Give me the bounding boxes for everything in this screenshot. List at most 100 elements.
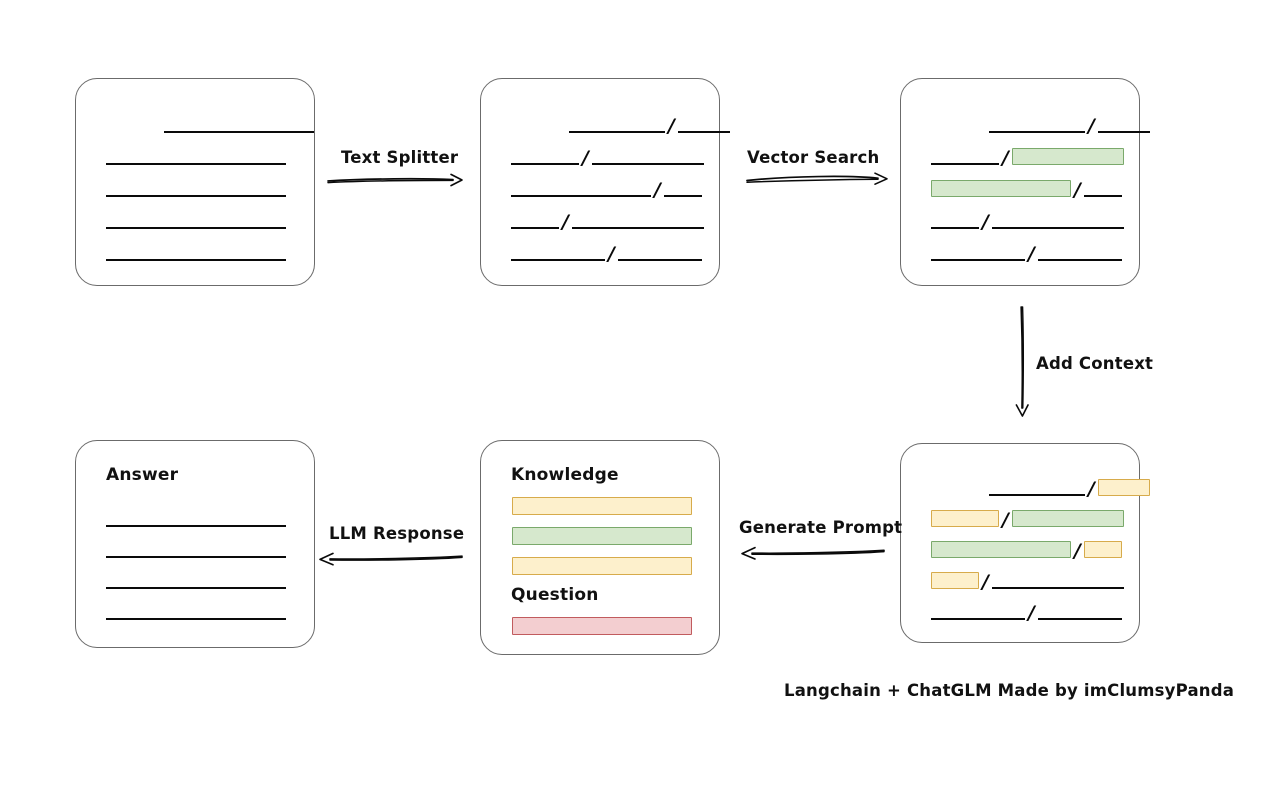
text-rule-segment — [592, 152, 704, 165]
document-line: / — [931, 241, 1122, 265]
document-line — [106, 177, 286, 197]
document-line: / — [931, 569, 1124, 593]
text-rule-segment — [164, 120, 314, 133]
document-line: / — [989, 113, 1150, 137]
highlighted-segment-yellow — [931, 510, 999, 527]
document-line: / — [931, 600, 1122, 624]
text-rule-segment — [618, 248, 702, 261]
vector-search-arrow-label: Vector Search — [747, 148, 880, 167]
generate-prompt-arrow-label: Generate Prompt — [739, 518, 903, 537]
text-rule-segment — [678, 120, 730, 133]
highlighted-segment-green — [931, 541, 1071, 558]
segment-separator-slash: / — [1028, 602, 1035, 624]
text-rule-segment — [106, 576, 286, 589]
highlighted-segment-green — [931, 180, 1071, 197]
text-rule-segment — [106, 216, 286, 229]
text-rule-segment — [106, 184, 286, 197]
text-rule-segment — [1084, 184, 1122, 197]
prompt-card: Knowledge Question — [480, 440, 720, 655]
highlighted-segment-yellow — [931, 572, 979, 589]
segment-separator-slash: / — [982, 211, 989, 233]
document-line — [106, 507, 286, 527]
answer-label: Answer — [106, 465, 179, 485]
text-rule-segment — [511, 152, 579, 165]
text-rule-segment — [992, 216, 1124, 229]
document-line: / — [931, 538, 1122, 562]
knowledge-bar-3 — [512, 557, 692, 575]
text-rule-segment — [931, 152, 999, 165]
document-line — [106, 569, 286, 589]
document-line: / — [511, 241, 702, 265]
llm-response-arrow-label: LLM Response — [329, 524, 465, 543]
knowledge-bar-1 — [512, 497, 692, 515]
text-rule-segment — [572, 216, 704, 229]
document-line: / — [931, 177, 1122, 201]
segment-separator-slash: / — [1028, 243, 1035, 265]
text-rule-segment — [931, 216, 979, 229]
document-line: / — [511, 177, 702, 201]
document-line: / — [931, 145, 1124, 169]
segment-separator-slash: / — [1088, 115, 1095, 137]
question-label: Question — [511, 585, 599, 605]
knowledge-bar-2 — [512, 527, 692, 545]
segment-separator-slash: / — [982, 571, 989, 593]
text-rule-segment — [511, 248, 605, 261]
segment-separator-slash: / — [1074, 540, 1081, 562]
llm-response-arrow — [318, 550, 464, 568]
text-rule-segment — [664, 184, 702, 197]
text-rule-segment — [992, 576, 1124, 589]
text-rule-segment — [511, 184, 651, 197]
text-rule-segment — [1098, 120, 1150, 133]
document-line: / — [511, 209, 704, 233]
highlighted-segment-green — [1012, 510, 1124, 527]
document-line: / — [511, 145, 704, 169]
generate-prompt-arrow — [738, 544, 886, 562]
diagram-caption: Langchain + ChatGLM Made by imClumsyPand… — [784, 681, 1235, 700]
document-line — [106, 145, 286, 165]
segment-separator-slash: / — [582, 147, 589, 169]
document-line: / — [989, 476, 1150, 500]
text-rule-segment — [106, 545, 286, 558]
text-rule-segment — [931, 607, 1025, 620]
add-context-arrow-label: Add Context — [1036, 354, 1154, 373]
segment-separator-slash: / — [562, 211, 569, 233]
text-rule-segment — [106, 514, 286, 527]
text-splitter-arrow-label: Text Splitter — [341, 148, 459, 167]
text-splitter-arrow — [327, 172, 467, 188]
document-line — [106, 241, 286, 261]
add-context-arrow — [1012, 306, 1032, 418]
highlighted-segment-yellow — [1084, 541, 1122, 558]
text-rule-segment — [931, 248, 1025, 261]
text-rule-segment — [569, 120, 665, 133]
text-rule-segment — [989, 483, 1085, 496]
document-line — [164, 113, 314, 133]
text-rule-segment — [989, 120, 1085, 133]
vector-search-arrow — [746, 170, 892, 188]
highlighted-segment-green — [1012, 148, 1124, 165]
matched-document-card: / / / / / — [900, 78, 1150, 286]
text-rule-segment — [106, 152, 286, 165]
knowledge-label: Knowledge — [511, 465, 619, 485]
document-line — [106, 209, 286, 229]
split-document-card: / / / / / — [480, 78, 730, 286]
text-rule-segment — [1038, 607, 1122, 620]
answer-card: Answer — [75, 440, 315, 648]
document-line — [106, 600, 286, 620]
text-rule-segment — [106, 248, 286, 261]
text-rule-segment — [1038, 248, 1122, 261]
context-document-card: / / / / / — [900, 443, 1150, 643]
document-line: / — [931, 209, 1124, 233]
document-line — [106, 538, 286, 558]
segment-separator-slash: / — [668, 115, 675, 137]
segment-separator-slash: / — [608, 243, 615, 265]
segment-separator-slash: / — [1002, 147, 1009, 169]
document-line: / — [931, 507, 1124, 531]
segment-separator-slash: / — [1002, 509, 1009, 531]
document-line: / — [569, 113, 730, 137]
question-bar-1 — [512, 617, 692, 635]
segment-separator-slash: / — [654, 179, 661, 201]
source-document-card — [75, 78, 315, 286]
segment-separator-slash: / — [1088, 478, 1095, 500]
text-rule-segment — [511, 216, 559, 229]
segment-separator-slash: / — [1074, 179, 1081, 201]
